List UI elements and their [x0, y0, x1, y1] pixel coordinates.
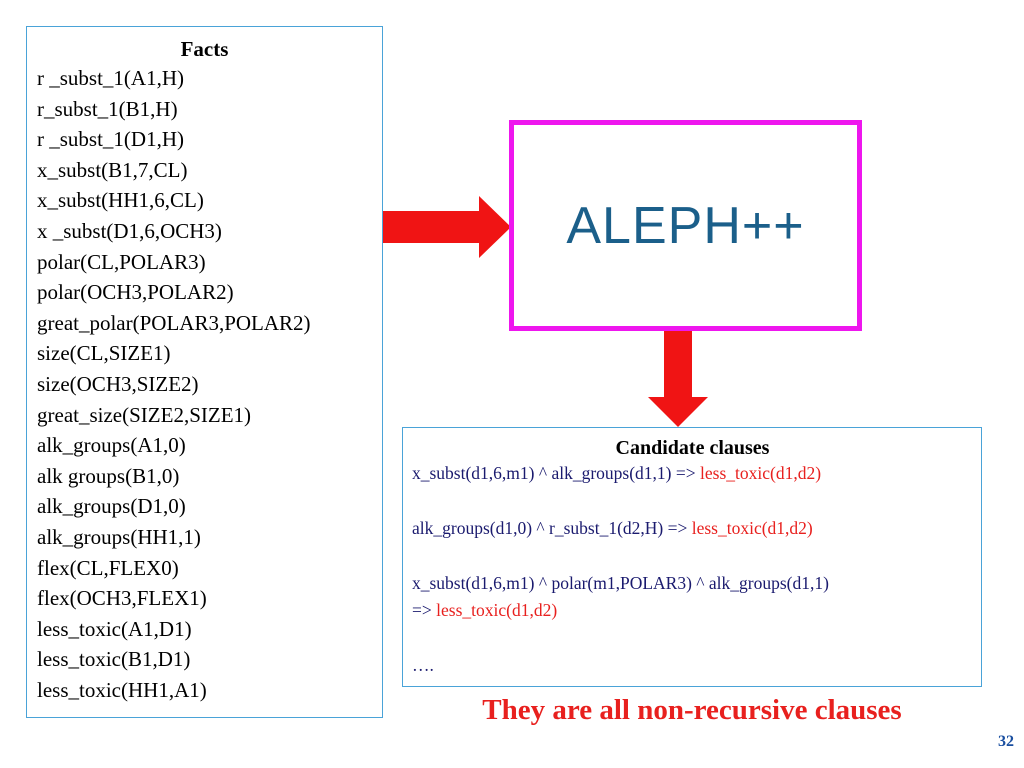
- fact-item: r_subst_1(B1,H): [37, 96, 178, 121]
- clause-body: x_subst(d1,6,m1) ^ alk_groups(d1,1) =>: [412, 463, 700, 483]
- fact-item: great_polar(POLAR3,POLAR2): [37, 310, 311, 335]
- clause-3: x_subst(d1,6,m1) ^ polar(m1,POLAR3) ^ al…: [412, 570, 973, 624]
- fact-item: x_subst(HH1,6,CL): [37, 188, 204, 213]
- candidate-clauses-box: Candidate clauses x_subst(d1,6,m1) ^ alk…: [402, 427, 982, 687]
- facts-title: Facts: [180, 37, 229, 61]
- fact-item: x _subst(D1,6,OCH3): [37, 218, 222, 243]
- aleph-box: ALEPH++: [509, 120, 862, 331]
- fact-item: great_size(SIZE2,SIZE1): [37, 402, 252, 427]
- fact-item: size(OCH3,SIZE2): [37, 371, 199, 396]
- clause-head: less_toxic(d1,d2): [700, 463, 822, 483]
- fact-item: alk_groups(A1,0): [37, 433, 186, 458]
- fact-item: polar(OCH3,POLAR2): [37, 280, 234, 305]
- facts-box: Facts r _subst_1(A1,H) r_subst_1(B1,H) r…: [26, 26, 383, 718]
- down-arrow-icon: [648, 331, 708, 427]
- facts-list: r _subst_1(A1,H) r_subst_1(B1,H) r _subs…: [37, 63, 382, 705]
- clause-body-continued: =>: [412, 600, 437, 620]
- fact-item: polar(CL,POLAR3): [37, 249, 206, 274]
- fact-item: less_toxic(B1,D1): [37, 647, 191, 672]
- right-arrow-icon: [383, 196, 511, 258]
- fact-item: r _subst_1(D1,H): [37, 127, 184, 152]
- fact-item: x_subst(B1,7,CL): [37, 157, 188, 182]
- candidate-clauses-title: Candidate clauses: [615, 437, 770, 459]
- clause-ellipsis: ….: [412, 655, 434, 675]
- summary-text: They are all non-recursive clauses: [482, 694, 902, 726]
- fact-item: flex(OCH3,FLEX1): [37, 586, 207, 611]
- fact-item: r _subst_1(A1,H): [37, 66, 184, 90]
- clause-body: alk_groups(d1,0) ^ r_subst_1(d2,H) =>: [412, 518, 692, 538]
- fact-item: size(CL,SIZE1): [37, 341, 171, 366]
- page-number: 32: [998, 733, 1014, 750]
- fact-item: alk_groups(HH1,1): [37, 524, 201, 549]
- fact-item: less_toxic(HH1,A1): [37, 677, 207, 702]
- fact-item: alk_groups(D1,0): [37, 494, 186, 519]
- clause-1: x_subst(d1,6,m1) ^ alk_groups(d1,1) => l…: [412, 460, 973, 487]
- clause-body: x_subst(d1,6,m1) ^ polar(m1,POLAR3) ^ al…: [412, 573, 829, 593]
- clause-head: less_toxic(d1,d2): [436, 600, 558, 620]
- aleph-label: ALEPH++: [566, 196, 805, 255]
- fact-item: alk groups(B1,0): [37, 463, 180, 488]
- clause-2: alk_groups(d1,0) ^ r_subst_1(d2,H) => le…: [412, 515, 973, 542]
- fact-item: flex(CL,FLEX0): [37, 555, 179, 580]
- fact-item: less_toxic(A1,D1): [37, 616, 192, 641]
- clause-head: less_toxic(d1,d2): [691, 518, 813, 538]
